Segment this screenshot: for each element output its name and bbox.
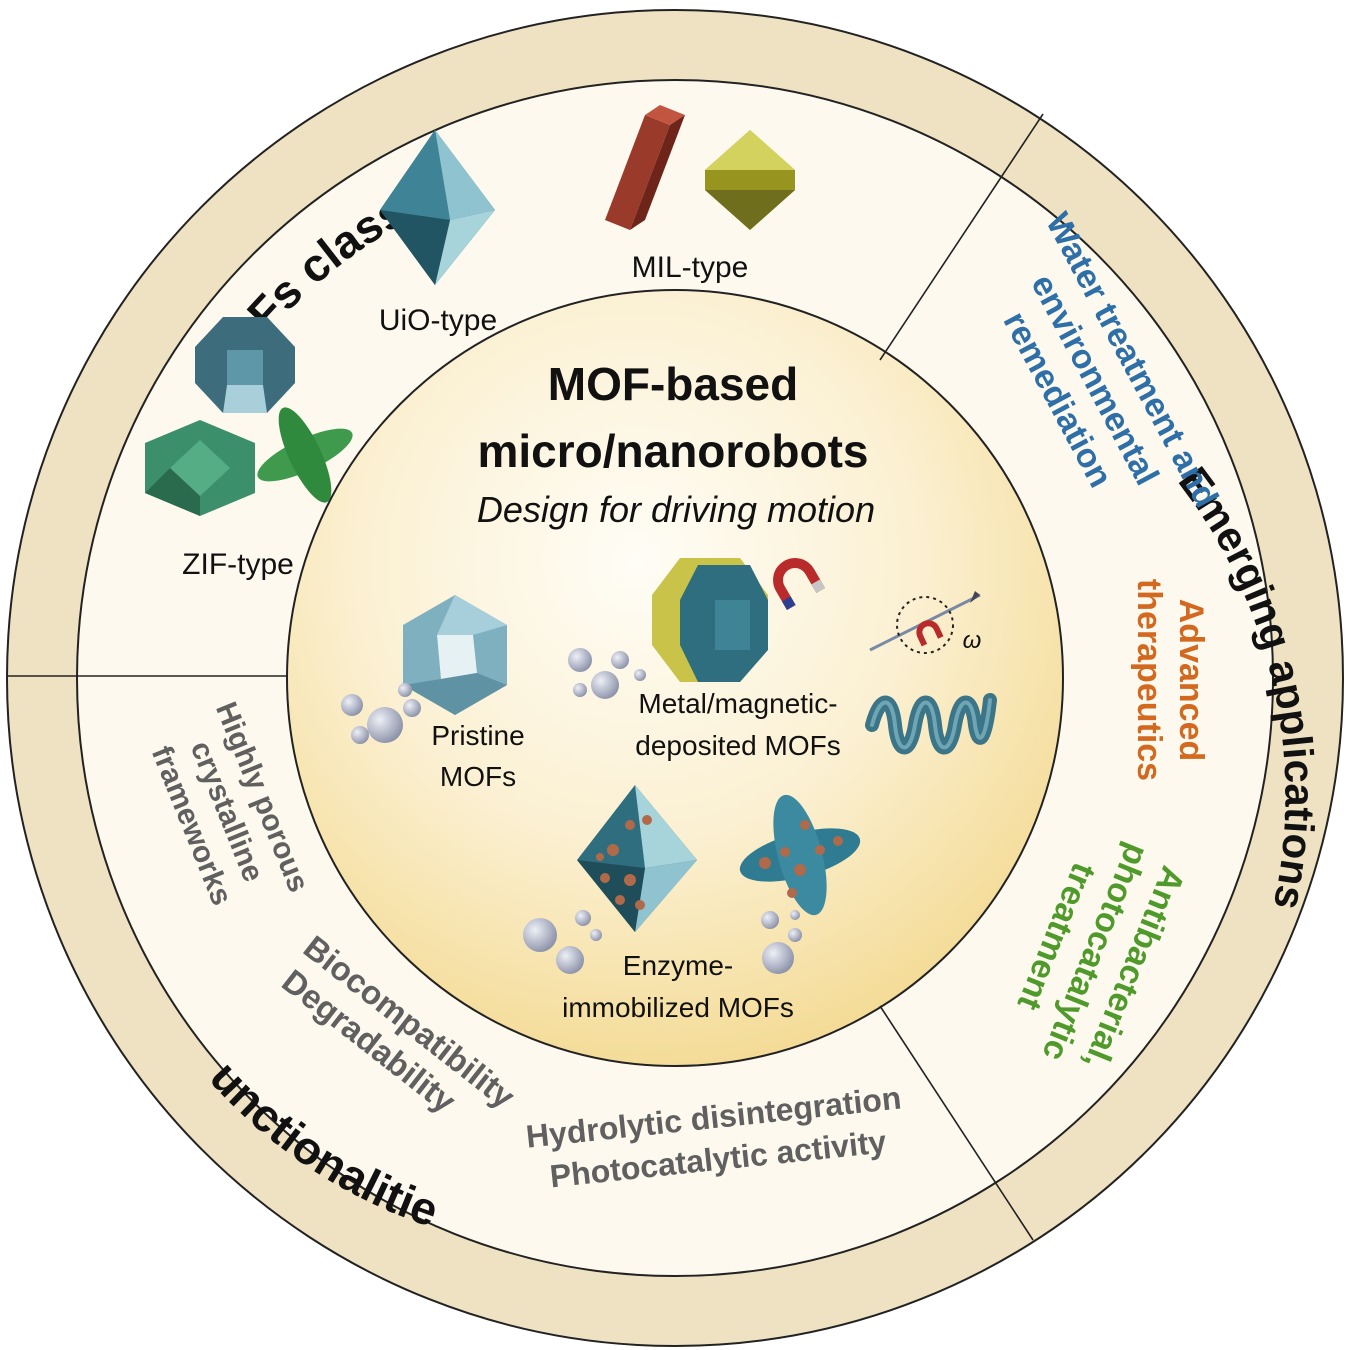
- svg-text:therapeutics: therapeutics: [1130, 579, 1168, 781]
- metal-label-line2: deposited MOFs: [635, 730, 840, 761]
- enzyme-label-line1: Enzyme-: [623, 950, 733, 981]
- enzyme-cross-icon: [739, 794, 861, 916]
- uio-type-label: UiO-type: [379, 304, 497, 337]
- bubbles-icon: [523, 910, 802, 974]
- section-dividers: [8, 113, 1044, 1241]
- zif-dodecahedron-icon: [145, 420, 255, 516]
- zif-cross-icon: [257, 407, 353, 503]
- metal-label-line1: Metal/magnetic-: [638, 688, 837, 719]
- bubbles-icon: [341, 683, 421, 744]
- zif-truncated-octahedron-icon: [195, 317, 295, 413]
- mil-type-label: MIL-type: [632, 251, 749, 284]
- svg-text:Advanced: Advanced: [1172, 599, 1210, 762]
- enzyme-octahedron-icon: [577, 785, 697, 932]
- uio-octahedron-icon: [380, 130, 495, 285]
- pristine-label-line1: Pristine: [431, 720, 524, 751]
- omega-label: ω: [963, 627, 982, 654]
- advanced-therapeutics-text: Advanced therapeutics: [1130, 579, 1210, 781]
- center-subtitle: Design for driving motion: [477, 489, 875, 530]
- enzyme-label-line2: immobilized MOFs: [562, 992, 794, 1023]
- helix-microrobot-icon: [865, 693, 997, 755]
- pristine-label-line2: MOFs: [440, 761, 516, 792]
- metal-deposited-mof-icon: [652, 558, 768, 682]
- mil-prism-icon: [605, 105, 685, 230]
- mil-bipyramid-icon: [705, 130, 795, 230]
- pristine-mof-icon: [403, 595, 507, 715]
- magnet-icon: [773, 558, 826, 611]
- rotating-magnetic-field-icon: [869, 591, 981, 654]
- center-title-line2: micro/nanorobots: [477, 425, 868, 477]
- zif-type-label: ZIF-type: [182, 548, 294, 581]
- center-title-line1: MOF-based: [548, 358, 798, 410]
- center-disc: [286, 289, 1064, 1067]
- bubbles-icon: [568, 648, 646, 699]
